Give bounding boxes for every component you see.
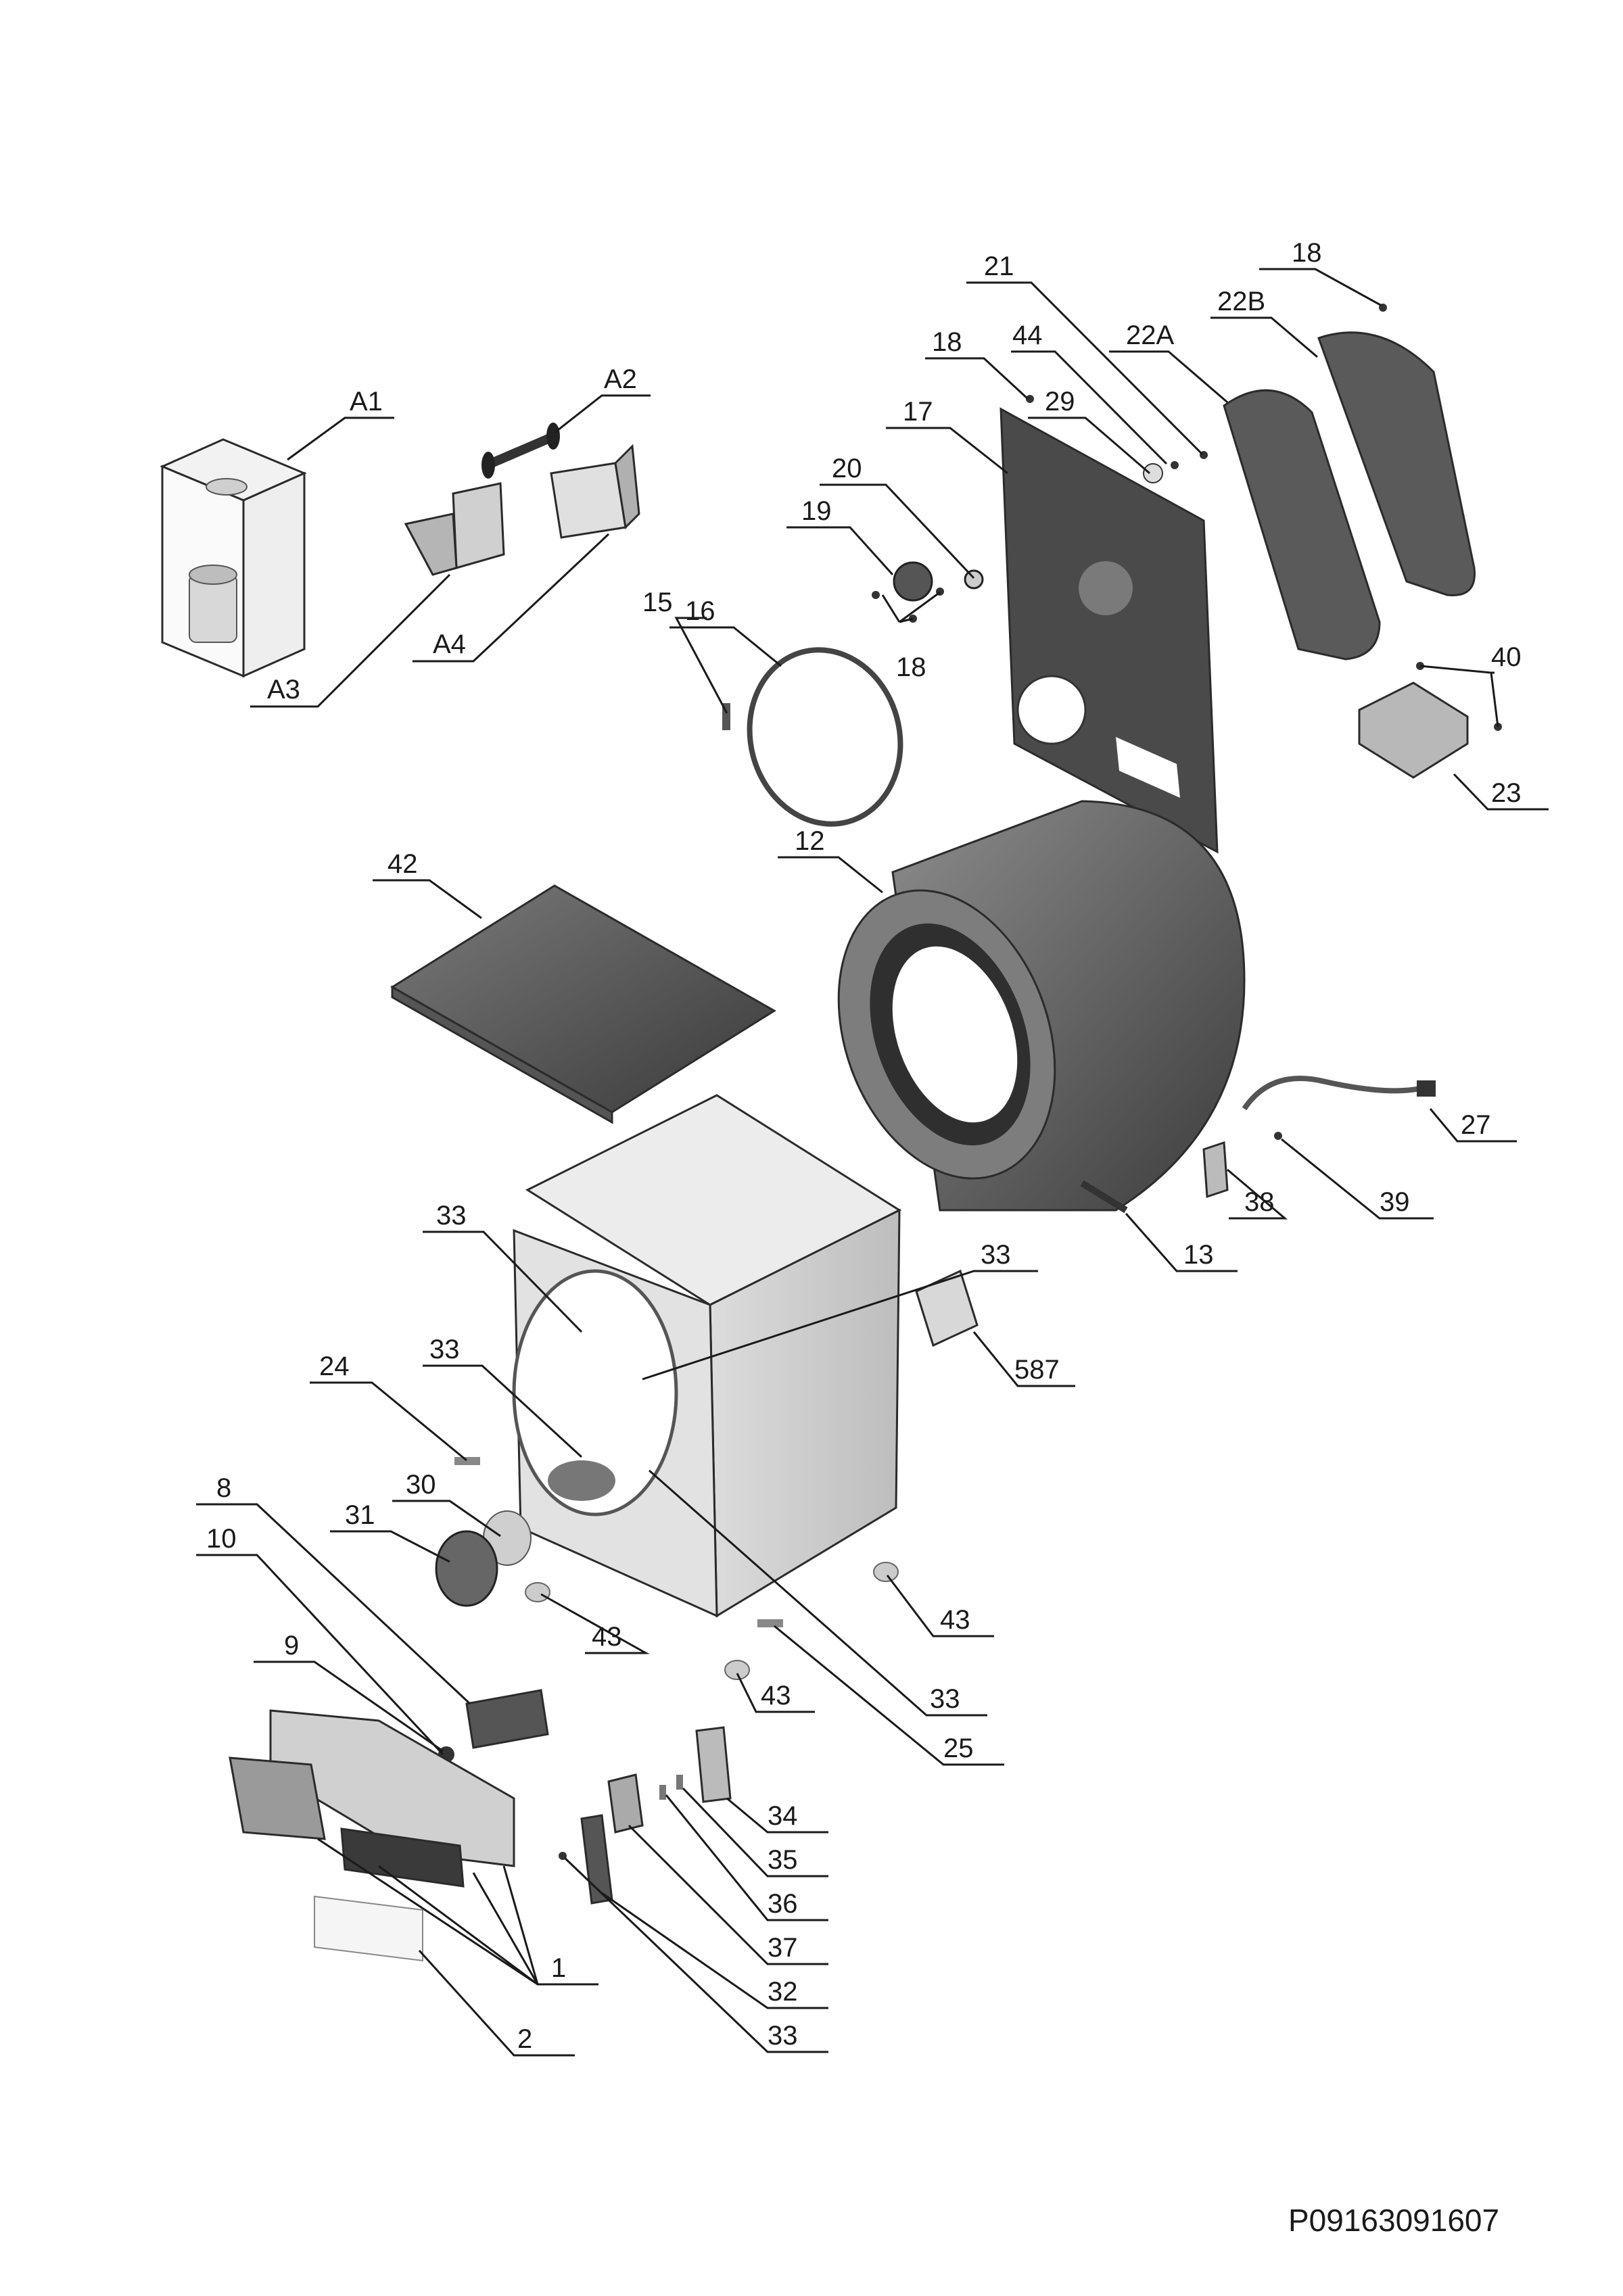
callout-35: 35 — [768, 1845, 798, 1875]
callout-33-cabinet-bottom: 33 — [930, 1684, 960, 1714]
callout-33-cabinet-right: 33 — [981, 1240, 1011, 1270]
callout-12: 12 — [795, 826, 825, 856]
callout-42: 42 — [387, 849, 418, 879]
callout-36: 36 — [768, 1889, 798, 1919]
cabinet — [512, 1094, 902, 1618]
callout-37: 37 — [768, 1933, 798, 1963]
callout-1: 1 — [551, 1953, 566, 1983]
callout-16: 16 — [685, 596, 715, 626]
part-a4-plate — [550, 444, 640, 539]
leader-lines — [196, 268, 1549, 2057]
callout-21: 21 — [984, 252, 1014, 281]
part-1-control-panel — [229, 1709, 515, 1888]
part-2-label — [314, 1895, 423, 1962]
callout-20: 20 — [832, 454, 862, 483]
callout-a2: A2 — [604, 364, 637, 394]
part-18-screw-top — [1026, 395, 1034, 403]
callout-34: 34 — [768, 1801, 798, 1831]
callout-29: 29 — [1045, 387, 1075, 416]
callout-43-bottom: 43 — [761, 1681, 791, 1711]
callout-33-cabinet-top: 33 — [436, 1201, 467, 1230]
callout-8: 8 — [216, 1473, 231, 1503]
part-8-control-board — [465, 1689, 549, 1749]
part-43-foot-b — [873, 1562, 899, 1582]
callout-22b: 22B — [1217, 287, 1265, 316]
callout-13: 13 — [1183, 1240, 1214, 1270]
callout-31: 31 — [345, 1500, 375, 1530]
part-20-washer — [964, 569, 984, 590]
part-43-foot-a — [525, 1582, 550, 1602]
part-a2-bolt — [481, 423, 560, 479]
callout-27: 27 — [1461, 1110, 1491, 1140]
callout-39: 39 — [1380, 1187, 1410, 1217]
part-31-grille — [435, 1530, 498, 1607]
callout-43-left: 43 — [592, 1622, 622, 1652]
part-35-spring — [676, 1775, 683, 1790]
callout-18-top-left: 18 — [932, 327, 962, 357]
part-24-hinge — [454, 1457, 480, 1465]
callout-32: 32 — [768, 1977, 798, 2007]
callout-a1: A1 — [350, 387, 383, 416]
part-39-screw — [1274, 1132, 1282, 1140]
callout-a3: A3 — [267, 675, 300, 704]
part-a1-mounting-kit — [160, 438, 307, 678]
callout-25: 25 — [943, 1733, 974, 1763]
drawing-code: P09163091607 — [1288, 2203, 1499, 2238]
part-27-power-cord — [1242, 1076, 1436, 1111]
callout-9: 9 — [284, 1631, 299, 1660]
callout-30: 30 — [406, 1470, 436, 1500]
part-23-filter-housing — [1358, 662, 1502, 779]
part-36-pin — [659, 1785, 666, 1800]
callout-2: 2 — [517, 2024, 532, 2054]
part-22a-duct-cover — [1223, 389, 1381, 661]
part-587-module — [915, 1269, 979, 1347]
callout-33-cabinet-left: 33 — [429, 1335, 460, 1364]
callout-18-top-right: 18 — [1292, 238, 1322, 268]
callout-38: 38 — [1244, 1187, 1275, 1217]
callout-17: 17 — [903, 397, 933, 427]
part-13-belt — [1080, 1180, 1128, 1214]
callout-15: 15 — [642, 588, 673, 617]
callout-43-right: 43 — [940, 1605, 970, 1635]
part-29-bushing — [1143, 463, 1163, 483]
part-34-latch — [695, 1726, 732, 1803]
part-19-bearing — [893, 561, 933, 602]
part-44-pin — [1171, 461, 1179, 469]
callout-44: 44 — [1012, 320, 1043, 350]
part-12-drum — [837, 800, 1246, 1212]
callout-33-handle-screw: 33 — [768, 2021, 798, 2051]
part-42-top-cover — [390, 884, 776, 1124]
part-17-rear-panel — [999, 407, 1219, 854]
callout-18-hub: 18 — [896, 652, 926, 682]
callout-23: 23 — [1491, 778, 1522, 808]
callout-587: 587 — [1014, 1355, 1060, 1385]
part-16-door-seal — [747, 647, 903, 827]
callout-22a: 22A — [1126, 320, 1174, 350]
part-22b-duct-cover — [1317, 304, 1476, 596]
callout-24: 24 — [319, 1352, 350, 1381]
callout-40: 40 — [1491, 642, 1522, 672]
callout-19: 19 — [801, 496, 832, 526]
callout-a4: A4 — [433, 629, 466, 659]
callout-10: 10 — [206, 1524, 237, 1554]
part-43-foot-c — [724, 1660, 750, 1680]
part-38-bracket — [1202, 1141, 1229, 1199]
part-25-hinge — [757, 1619, 783, 1627]
part-37-lock — [607, 1773, 644, 1834]
part-a3-bracket — [404, 482, 505, 576]
